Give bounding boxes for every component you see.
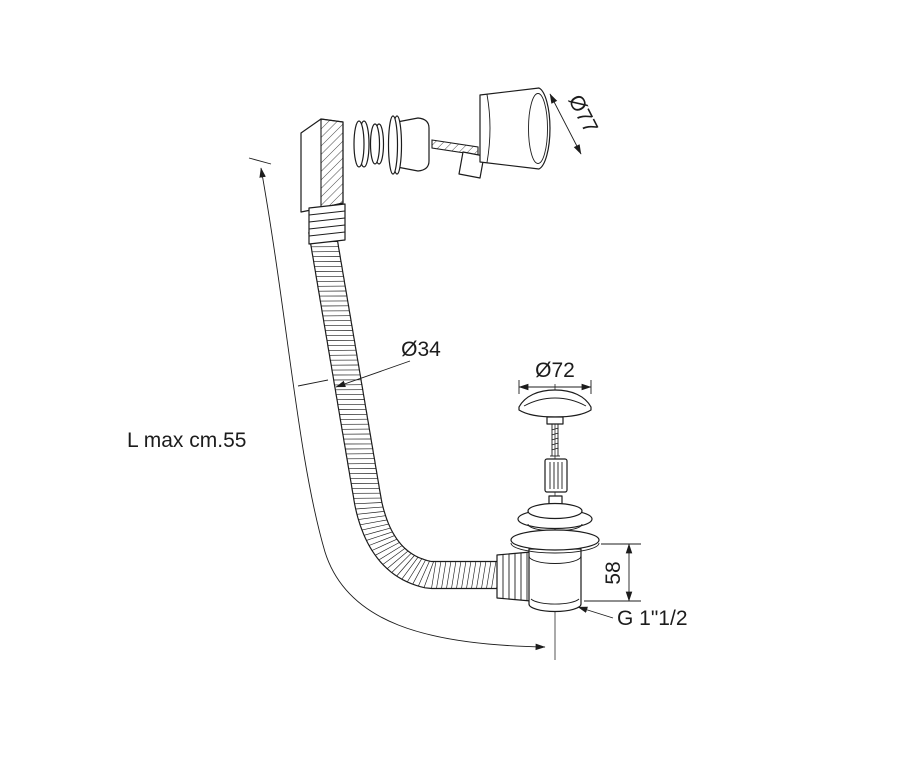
- drain-strainer: [517, 502, 593, 532]
- dimensions: L max cm.55 Ø34: [127, 157, 546, 651]
- plug-stem: [550, 424, 560, 457]
- overflow-cap: [387, 115, 430, 175]
- plug-cartridge: [544, 458, 568, 493]
- overflow-body-cylinder: [458, 87, 551, 179]
- label-hose-length: L max cm.55: [127, 429, 246, 452]
- dim-hose-diameter-leader: [335, 360, 411, 388]
- dim-drain-height: 58: [584, 543, 641, 602]
- outlet-thread-leader: [577, 606, 614, 619]
- label-plug-diameter: Ø72: [535, 359, 575, 382]
- label-overflow-diameter: Ø77: [564, 91, 603, 137]
- gasket-washer: [353, 120, 385, 168]
- drain-assembly: Ø72: [496, 359, 688, 630]
- label-outlet-thread: G 1"1/2: [617, 607, 688, 630]
- overflow-gasket-hatched: [320, 118, 344, 209]
- dim-hose-length-top-tick: [248, 157, 272, 165]
- overflow-collar: [308, 203, 346, 245]
- overflow-screw: [431, 139, 479, 156]
- hose-nut: [496, 551, 532, 602]
- flexible-hose: [308, 227, 507, 590]
- dim-hose-length-curve: [259, 167, 546, 651]
- overflow-assembly: Ø77: [300, 87, 603, 245]
- label-hose-diameter: Ø34: [401, 338, 441, 361]
- hose-diameter-tick: [297, 379, 329, 387]
- plug-cap: [518, 389, 592, 425]
- label-drain-height: 58: [602, 561, 625, 584]
- dim-overflow-diameter-line: [549, 93, 582, 155]
